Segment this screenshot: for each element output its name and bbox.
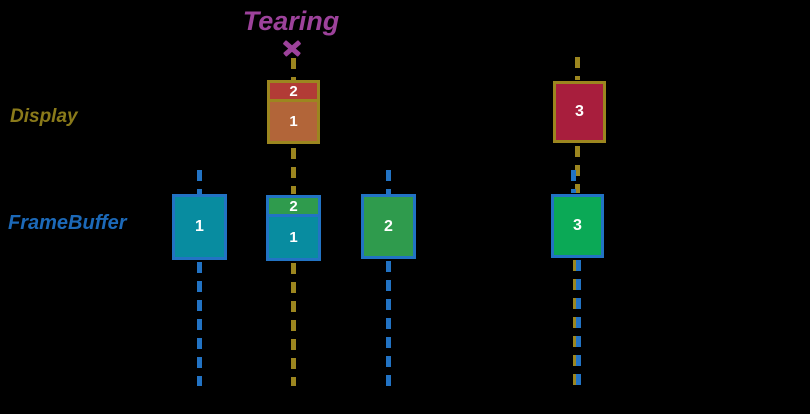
display-timeline-dash bbox=[573, 260, 578, 386]
framebuffer-timeline-dash bbox=[571, 170, 576, 193]
framebuffer-timeline-dash bbox=[197, 170, 202, 194]
tearing-title: Tearing bbox=[242, 6, 340, 36]
display-timeline-dash bbox=[291, 263, 296, 386]
tearing-x-icon bbox=[282, 39, 302, 57]
framebuffer-timeline-dash bbox=[576, 260, 581, 386]
display-timeline-dash bbox=[575, 146, 580, 193]
framebuffer-row-label: FrameBuffer bbox=[8, 212, 127, 234]
framebuffer-frame2-box: 2 bbox=[361, 194, 416, 259]
framebuffer-frame1-box: 1 bbox=[172, 194, 227, 260]
framebuffer-torn-frame-top-segment: 2 bbox=[269, 198, 318, 217]
framebuffer-frame2-value: 2 bbox=[384, 217, 393, 235]
display-torn-frame-bottom-segment: 1 bbox=[270, 102, 317, 141]
display-frame3-value: 3 bbox=[575, 103, 584, 120]
display-row-label: Display bbox=[10, 106, 78, 127]
display-torn-frame-top-segment: 2 bbox=[270, 83, 317, 102]
framebuffer-timeline-dash bbox=[386, 261, 391, 386]
framebuffer-frame3-box: 3 bbox=[551, 194, 604, 258]
display-timeline-dash bbox=[291, 148, 296, 194]
display-timeline-dash bbox=[575, 57, 580, 80]
display-timeline-dash bbox=[291, 58, 296, 80]
framebuffer-timeline-dash bbox=[386, 170, 391, 194]
display-torn-frame-box: 2 1 bbox=[267, 80, 320, 144]
framebuffer-frame3-value: 3 bbox=[573, 217, 582, 234]
framebuffer-torn-frame-box: 2 1 bbox=[266, 195, 321, 261]
framebuffer-frame1-value: 1 bbox=[195, 218, 204, 235]
framebuffer-timeline-dash bbox=[197, 262, 202, 386]
framebuffer-torn-frame-bottom-segment: 1 bbox=[269, 217, 318, 258]
display-frame3-box: 3 bbox=[553, 81, 606, 143]
